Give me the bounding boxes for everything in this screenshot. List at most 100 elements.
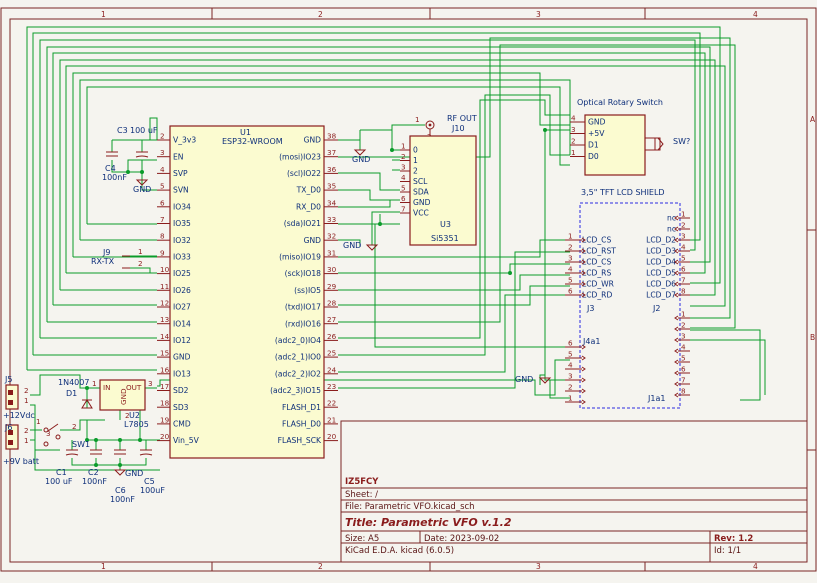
- gnd-label-power: GND: [125, 469, 143, 478]
- esp32-left-pin-number-6: 8: [160, 232, 165, 241]
- j3-pin-number-2: 3: [568, 254, 573, 263]
- si5351-pin-number-6: 7: [401, 205, 406, 214]
- c6-ref: C6: [115, 486, 126, 495]
- d1-ref: D1: [66, 389, 77, 398]
- esp32-right-pin-name-15: (adc2_3)IO15: [270, 386, 321, 395]
- esp32-left-pin-number-9: 11: [160, 282, 169, 291]
- esp32-right-pin-name-2: (scl)IO22: [287, 169, 321, 178]
- j4a1-ref: J4a1: [582, 337, 600, 346]
- encoder-pin-name-2: D1: [588, 141, 599, 150]
- esp32-left-pin-name-5: IO35: [173, 219, 191, 228]
- esp32-left-pin-number-7: 9: [160, 248, 165, 257]
- esp32-right-pin-name-13: (adc2_1)IO0: [275, 353, 321, 362]
- j1a1-pin-number-4: 5: [681, 354, 686, 363]
- j3-pin-number-4: 5: [568, 276, 573, 285]
- si5351-pin-name-6: VCC: [413, 209, 429, 218]
- c3-ref: C3: [117, 126, 128, 135]
- u2-pin3: 3: [148, 379, 153, 388]
- j2-pins-marker-0: [674, 215, 679, 221]
- border-col-1: 1: [101, 10, 106, 19]
- j2-pins-marker-1: [674, 226, 679, 232]
- j1-pins-marker-0: [674, 315, 679, 321]
- esp32-right-pin-name-9: (ss)IO5: [294, 286, 321, 295]
- esp32-left-pin-number-18: 20: [160, 432, 170, 441]
- j6-pin1: 1: [24, 436, 29, 445]
- j4-pins-marker-0: [581, 344, 586, 350]
- esp32-left-pin-name-3: SVN: [173, 186, 189, 195]
- esp32-left-pin-name-18: Vin_5V: [173, 436, 200, 445]
- esp32-right-pin-number-8: 30: [327, 265, 337, 274]
- esp32-right-pin-number-4: 34: [327, 198, 337, 207]
- si5351-pin-number-1: 2: [401, 152, 406, 161]
- j4-pins-marker-3: [581, 377, 586, 383]
- j3-pin-name-5: LCD_RD: [582, 291, 612, 300]
- j4a1-pin-number-1: 5: [568, 350, 573, 359]
- j2-pins-marker-3: [674, 248, 679, 254]
- j6-label: +9V batt: [3, 457, 39, 466]
- esp32-left-pin-number-15: 17: [160, 382, 169, 391]
- border-col-4-bottom: 4: [753, 562, 758, 571]
- j2-pins-marker-4: [674, 259, 679, 265]
- u2-pin1: 1: [92, 379, 97, 388]
- gnd-symbols: GND GND GND: [113, 149, 552, 476]
- j2-pin-number-6: 7: [681, 276, 686, 285]
- j2-pin-number-3: 4: [681, 243, 686, 252]
- esp32-left-pin-name-4: IO34: [173, 202, 191, 211]
- esp32-right-pins: 38GND37(mosi)IO2336(scl)IO2235TX_D034RX_…: [270, 132, 338, 445]
- j1-pins-marker-6: [674, 381, 679, 387]
- j4a1-pin-number-2: 4: [568, 361, 573, 370]
- esp32-left-pin-name-10: IO27: [173, 303, 191, 312]
- encoder-pin-name-1: +5V: [588, 129, 605, 138]
- sw1-ref: SW1: [72, 440, 90, 449]
- esp32-right-pin-number-14: 24: [327, 365, 337, 374]
- j4-pins-marker-4: [581, 388, 586, 394]
- j5-pin2: 2: [24, 386, 29, 395]
- j1-pins-marker-1: [674, 326, 679, 332]
- j1a1-pin-number-6: 7: [681, 376, 686, 385]
- j2-pin-number-4: 5: [681, 254, 686, 263]
- encoder-pin-number-1: 3: [571, 125, 576, 134]
- rx-tx-connector[interactable]: J9 RX-TX 1 2: [91, 247, 143, 269]
- j2-pin-name-2: LCD_D2: [646, 236, 676, 245]
- j3-pin-name-2: LCD_CS: [582, 258, 611, 267]
- j2-pin-name-7: LCD_D7: [646, 291, 676, 300]
- sw1-pin2: 2: [72, 422, 77, 431]
- j1a1-pin-number-7: 8: [681, 387, 686, 396]
- encoder-pin-number-0: 4: [571, 114, 576, 123]
- file-name: File: Parametric VFO.kicad_sch: [345, 502, 475, 512]
- esp32-right-pin-number-12: 26: [327, 332, 337, 341]
- esp32-left-pin-number-3: 5: [160, 182, 165, 191]
- j4a1-pin-number-3: 3: [568, 372, 573, 381]
- j1-pins-marker-3: [674, 348, 679, 354]
- si5351-pin-name-5: GND: [413, 198, 431, 207]
- esp32-right-pin-name-18: FLASH_SCK: [278, 436, 322, 445]
- esp32-right-pin-name-6: GND: [304, 236, 322, 245]
- si5351-pin-name-3: SCL: [413, 177, 428, 186]
- si5351-pin-number-4: 5: [401, 184, 406, 193]
- gnd-label-decoupling: GND: [133, 185, 151, 194]
- j2-pin-number-7: 8: [681, 287, 686, 296]
- esp32-right-pin-number-17: 21: [327, 415, 336, 424]
- c5-ref: C5: [144, 477, 155, 486]
- power-section[interactable]: J5 +12Vdc 2 1 J6 +9V batt 2 1 1N4007 D1 …: [3, 375, 165, 504]
- esp32-left-pin-name-15: SD2: [173, 386, 189, 395]
- esp32-value: ESP32-WROOM: [222, 137, 283, 146]
- decoupling-caps[interactable]: C3 100 uF C4 100nF GND: [102, 126, 158, 194]
- si5351-value: Si5351: [431, 234, 459, 243]
- esp32-right-pin-name-14: (adc2_2)IO2: [275, 369, 321, 378]
- schematic-title: Title: Parametric VFO v.1.2: [345, 516, 512, 529]
- esp32-right-pin-name-11: (rxd)IO16: [285, 319, 321, 328]
- author: IZ5FCY: [345, 477, 379, 487]
- gnd-label-1: GND: [352, 155, 370, 164]
- encoder-pin-name-3: D0: [588, 152, 599, 161]
- lcd-shield-title: 3,5" TFT LCD SHIELD: [581, 188, 665, 197]
- esp32-left-pin-name-0: V_3v3: [173, 136, 196, 145]
- esp32-left-pin-name-11: IO14: [173, 319, 191, 328]
- esp32-right-pin-number-15: 23: [327, 382, 336, 391]
- c2-ref: C2: [88, 468, 99, 477]
